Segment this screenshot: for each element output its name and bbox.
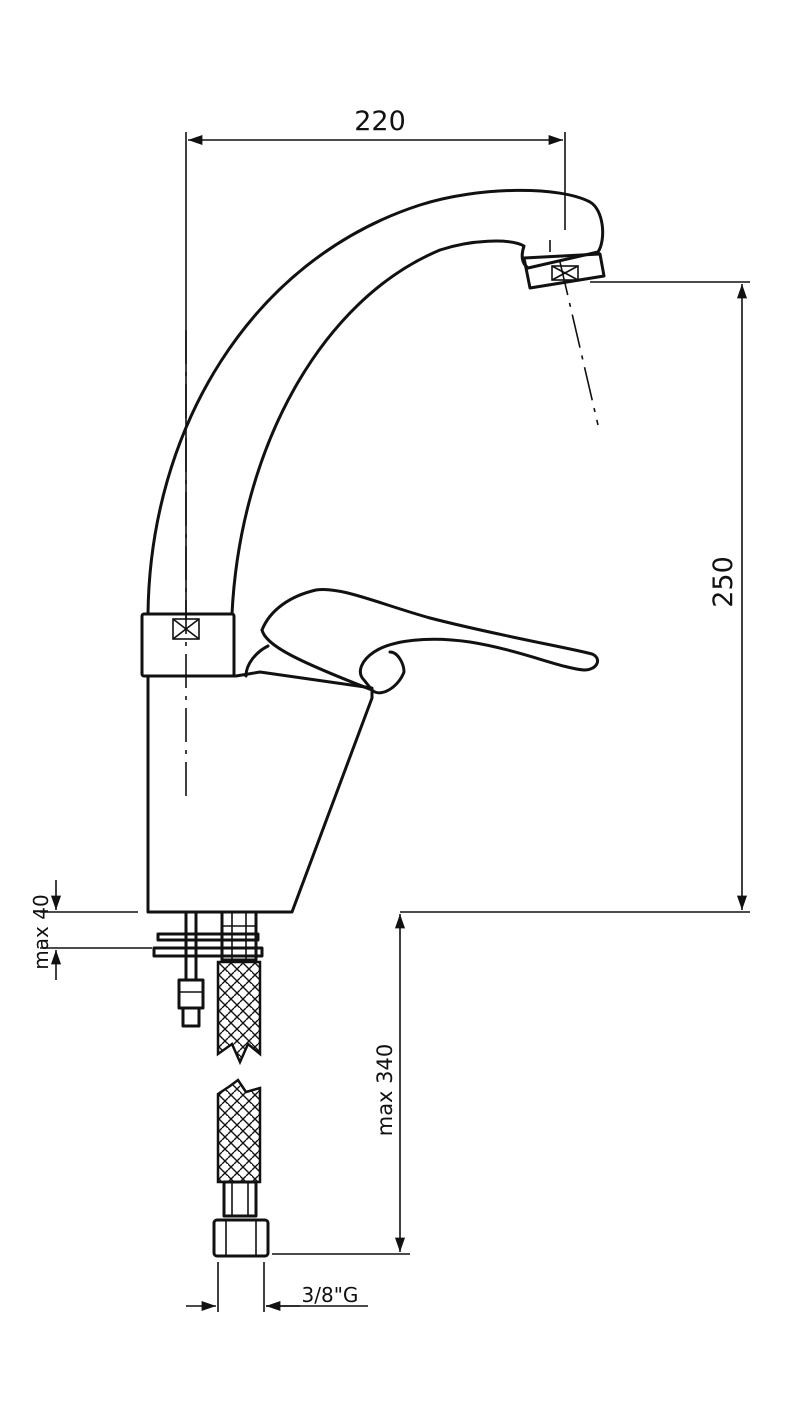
spout-reach-label: 220	[354, 106, 406, 137]
lever-neck	[244, 644, 270, 678]
thread-size-label: 3/8"G	[302, 1283, 359, 1307]
mounting-assembly	[152, 910, 264, 1028]
lever-underside	[260, 628, 374, 692]
dimension-hose-length: max 340	[272, 914, 410, 1255]
lever-outline	[260, 587, 600, 695]
hose-braid-lower	[216, 1078, 262, 1184]
fixing-plate	[156, 932, 260, 942]
dimension-thread: 3/8"G	[186, 1262, 368, 1312]
stud-end	[181, 1006, 201, 1028]
hose-ferrule-top	[220, 910, 258, 962]
spout	[146, 188, 606, 616]
faucet-body	[140, 612, 374, 914]
deck-thickness-label: max 40	[29, 894, 53, 969]
dimension-spout-reach: 220	[185, 106, 566, 620]
washer	[152, 946, 264, 958]
lever-handle	[244, 587, 600, 695]
aerator	[522, 252, 606, 290]
water-stream-center-line	[559, 261, 599, 426]
swivel-collar	[140, 612, 236, 678]
dimension-spout-height: 250	[400, 281, 750, 913]
spout-arc	[146, 188, 605, 616]
stud-nut	[177, 978, 205, 1010]
hose-ferrule-bottom	[222, 1180, 258, 1218]
dimension-deck-thickness: max 40	[29, 880, 152, 980]
spout-height-label: 250	[708, 556, 739, 608]
hose-braid-upper	[216, 960, 262, 1066]
hose-connection-nut	[212, 1218, 270, 1258]
body-block	[146, 670, 374, 914]
hose-length-label: max 340	[373, 1044, 397, 1137]
flexible-hose	[212, 910, 270, 1258]
